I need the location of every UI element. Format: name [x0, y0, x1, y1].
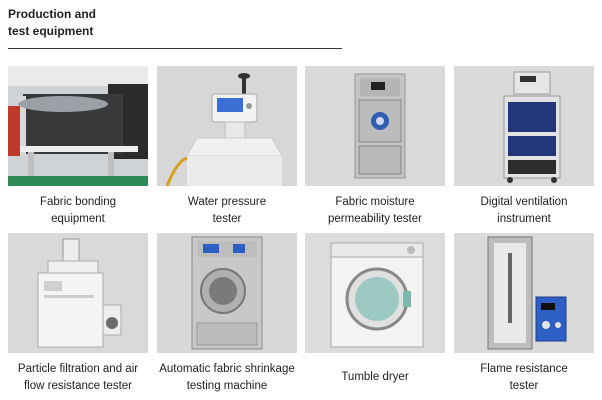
particle-filtration-illustration — [8, 233, 148, 353]
caption-line-2: tester — [509, 380, 539, 392]
moisture-permeability-photo — [305, 66, 445, 186]
heading-line-1: Production and — [8, 7, 96, 21]
section-heading: Production and test equipment — [8, 6, 96, 40]
tumble-dryer-caption: Tumble dryer — [300, 369, 450, 386]
flame-resistance-photo — [454, 233, 594, 353]
ventilation-illustration — [454, 66, 594, 186]
water-pressure-photo — [157, 66, 297, 186]
caption-line-1: Particle filtration and air — [17, 363, 139, 375]
equipment-card-moisture-permeability: Fabric moisture permeability tester — [305, 66, 445, 228]
caption-line-1: Flame resistance — [480, 363, 568, 375]
equipment-card-particle-filtration: Particle filtration and air flow resista… — [8, 233, 148, 395]
equipment-card-tumble-dryer: Tumble dryer — [305, 233, 445, 386]
shrinkage-caption: Automatic fabric shrinkage testing machi… — [152, 361, 302, 395]
heading-divider — [8, 48, 342, 49]
caption-line-1: Tumble dryer — [341, 371, 409, 383]
ventilation-photo — [454, 66, 594, 186]
particle-filtration-caption: Particle filtration and air flow resista… — [3, 361, 153, 395]
caption-line-1: Digital ventilation — [480, 196, 568, 208]
tumble-dryer-illustration — [305, 233, 445, 353]
fabric-bonding-photo — [8, 66, 148, 186]
caption-line-2: testing machine — [186, 380, 268, 392]
caption-line-2: tester — [212, 213, 242, 225]
equipment-card-water-pressure: Water pressure tester — [157, 66, 297, 228]
caption-line-1: Automatic fabric shrinkage — [159, 363, 295, 375]
equipment-card-flame-resistance: Flame resistance tester — [454, 233, 594, 395]
heading-line-2: test equipment — [8, 24, 94, 38]
ventilation-caption: Digital ventilation instrument — [449, 194, 599, 228]
caption-line-2: permeability tester — [328, 213, 422, 225]
tumble-dryer-photo — [305, 233, 445, 353]
water-pressure-caption: Water pressure tester — [152, 194, 302, 228]
caption-line-1: Water pressure — [187, 196, 267, 208]
flame-resistance-illustration — [454, 233, 594, 353]
shrinkage-illustration — [157, 233, 297, 353]
moisture-permeability-caption: Fabric moisture permeability tester — [300, 194, 450, 228]
moisture-permeability-illustration — [305, 66, 445, 186]
fabric-bonding-illustration — [8, 66, 148, 186]
shrinkage-photo — [157, 233, 297, 353]
fabric-bonding-caption: Fabric bonding equipment — [3, 194, 153, 228]
particle-filtration-photo — [8, 233, 148, 353]
caption-line-2: instrument — [497, 213, 551, 225]
equipment-card-ventilation: Digital ventilation instrument — [454, 66, 594, 228]
caption-line-2: flow resistance tester — [23, 380, 132, 392]
flame-resistance-caption: Flame resistance tester — [449, 361, 599, 395]
caption-line-1: Fabric moisture — [335, 196, 415, 208]
equipment-card-shrinkage: Automatic fabric shrinkage testing machi… — [157, 233, 297, 395]
equipment-card-fabric-bonding: Fabric bonding equipment — [8, 66, 148, 228]
caption-line-1: Fabric bonding — [39, 196, 117, 208]
caption-line-2: equipment — [51, 213, 105, 225]
water-pressure-illustration — [157, 66, 297, 186]
